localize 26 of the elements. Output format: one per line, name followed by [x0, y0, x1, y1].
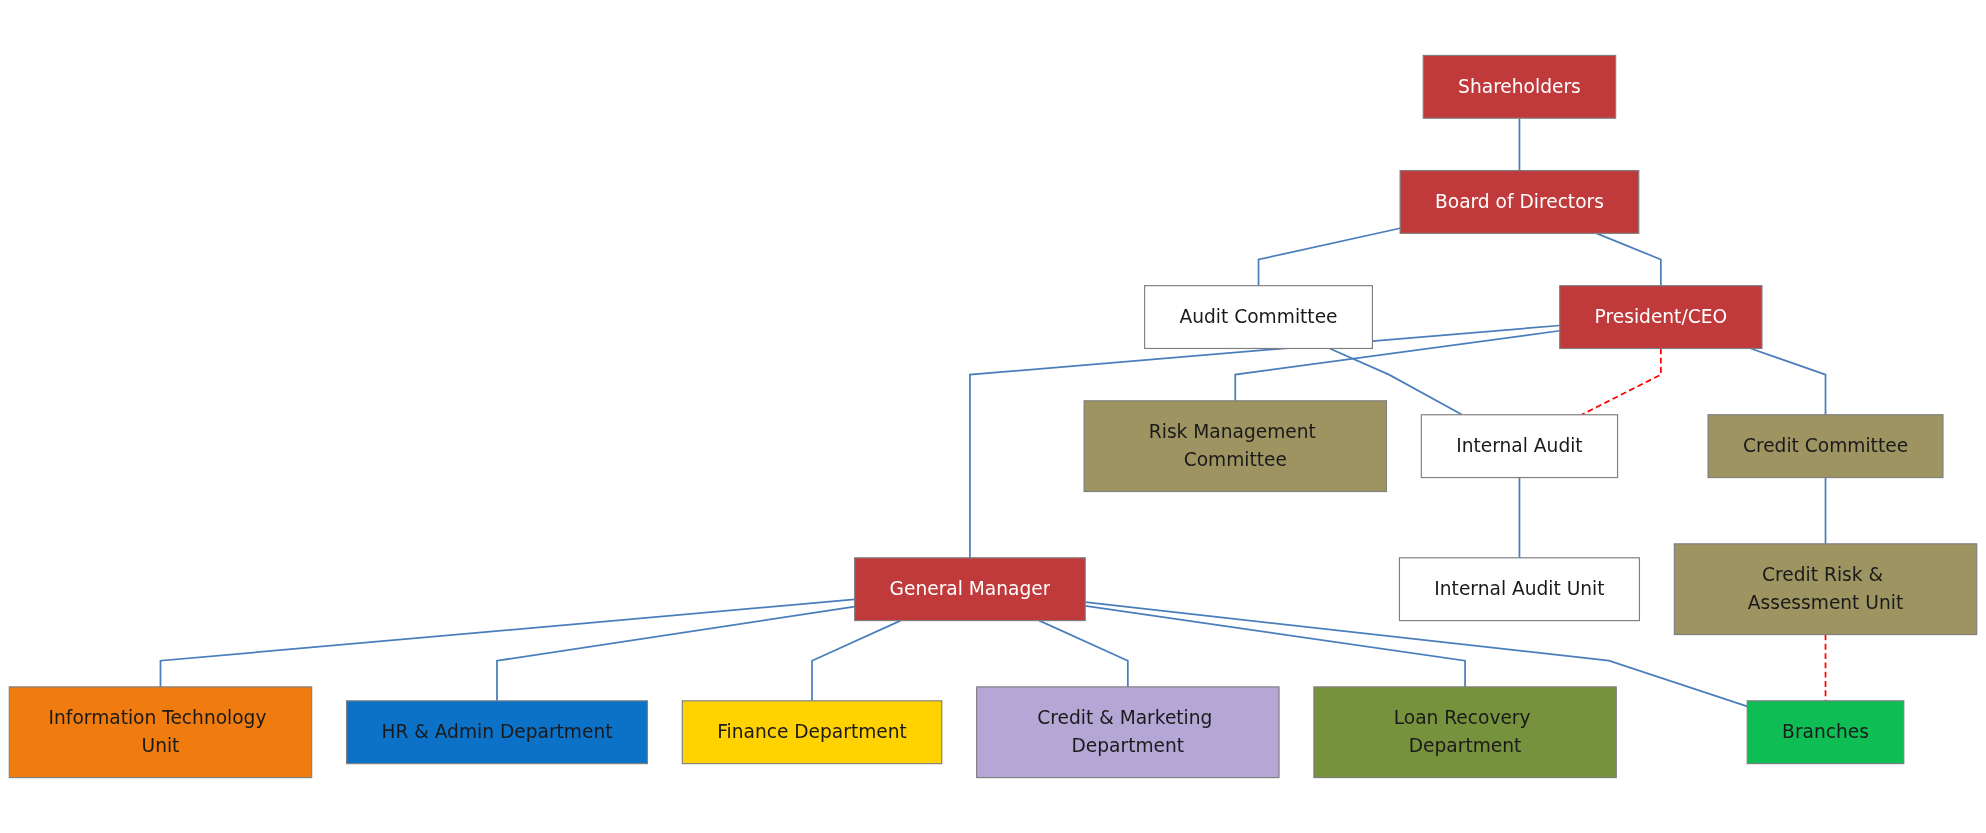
connector [811, 619, 902, 702]
node-box: Credit Risk & Assessment Unit [1673, 543, 1978, 636]
connector [1328, 347, 1464, 416]
node-box: Internal Audit [1420, 414, 1619, 479]
node-box: HR & Admin Department [345, 700, 648, 765]
node-box: Finance Department [681, 700, 943, 765]
node-box: Credit Committee [1707, 414, 1944, 479]
connector [1518, 476, 1521, 559]
connector [1595, 232, 1662, 287]
node-box: Risk Management Committee [1083, 400, 1388, 493]
node-box: Shareholders [1422, 54, 1617, 119]
connector [1257, 227, 1401, 287]
node-box: Internal Audit Unit [1398, 557, 1641, 622]
node-box: General Manager [854, 557, 1086, 622]
node-box: Audit Committee [1144, 285, 1373, 350]
node-box: President/CEO [1559, 285, 1763, 350]
node-box: Credit & Marketing Department [976, 686, 1280, 779]
connector [1749, 347, 1827, 416]
node-box: Board of Directors [1399, 169, 1640, 234]
connector [1580, 347, 1662, 416]
node-box: Loan Recovery Department [1313, 686, 1617, 779]
connector [1824, 476, 1827, 545]
node-box: Branches [1746, 700, 1905, 765]
connector [1518, 117, 1521, 172]
node-box: Information Technology Unit [8, 686, 313, 779]
connector [1038, 619, 1129, 688]
